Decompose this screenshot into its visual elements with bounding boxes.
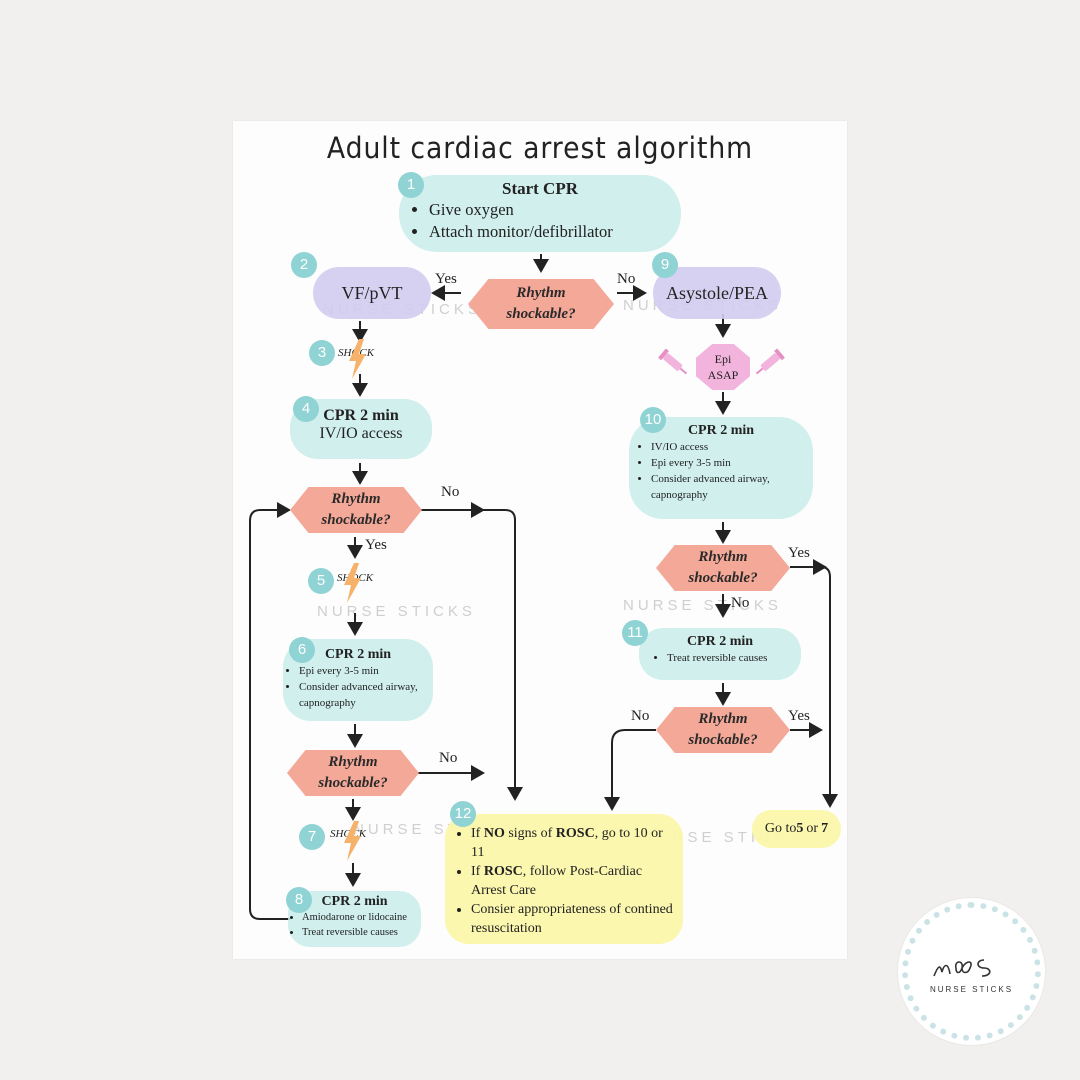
yes-label: Yes — [435, 271, 457, 287]
step-number-badge: 3 — [309, 340, 335, 366]
floral-ring — [902, 902, 1041, 1041]
decision-rhythm-shockable: Rhythm shockable? — [656, 707, 790, 753]
step-number-badge: 2 — [291, 252, 317, 278]
arrow-no-to-12-2 — [604, 729, 656, 811]
asystole-pea-label: Asystole/PEA — [665, 282, 768, 303]
no-label: No — [439, 750, 458, 766]
decision-line1: Rhythm — [516, 285, 566, 301]
step-number-badge: 10 — [640, 407, 666, 433]
step-number-badge: 7 — [299, 824, 325, 850]
decision-line2: shockable? — [688, 732, 758, 748]
decision-line1: Rhythm — [331, 491, 381, 507]
step-number-badge: 8 — [286, 887, 312, 913]
cpr-sub: IV/IO access — [319, 425, 403, 442]
syringe-icon — [755, 348, 785, 375]
no-label: No — [631, 708, 650, 724]
arrow-yes-to-goto — [820, 566, 838, 808]
list-item: If ROSC, follow Post-Cardiac Arrest Care — [471, 862, 675, 900]
decision-line2: shockable? — [318, 775, 388, 791]
yes-label: Yes — [365, 537, 387, 553]
nurse-sticks-logo: NURSE STICKS — [898, 898, 1045, 1045]
arrow-loop-back — [249, 502, 291, 920]
list-item: Treat reversible causes — [667, 650, 801, 666]
decision-line2: shockable? — [506, 306, 576, 322]
step-number-badge: 11 — [622, 620, 648, 646]
step-number-badge: 4 — [293, 396, 319, 422]
list-item: Give oxygen — [429, 199, 681, 221]
list-item: Attach monitor/defibrillator — [429, 221, 681, 243]
list-item: Epi every 3-5 min — [299, 663, 433, 679]
step-number-badge: 1 — [398, 172, 424, 198]
step-number-badge: 5 — [308, 568, 334, 594]
decision-rhythm-shockable: Rhythm shockable? — [468, 279, 614, 329]
step-number-badge: 12 — [450, 801, 476, 827]
yes-label: Yes — [788, 545, 810, 561]
list-item: Consier appropriateness of contined resu… — [471, 900, 675, 938]
list-item: Consider advanced airway, capnography — [651, 471, 813, 503]
syringe-icon — [658, 348, 688, 375]
decision-line2: shockable? — [321, 512, 391, 528]
decision-rhythm-shockable: Rhythm shockable? — [287, 750, 419, 796]
decision-rhythm-shockable: Rhythm shockable? — [290, 487, 422, 533]
list-item: If NO signs of ROSC, go to 10 or 11 — [471, 824, 675, 862]
no-label: No — [617, 271, 636, 287]
lightning-bolt-icon — [344, 821, 361, 861]
list-item: Consider advanced airway, capnography — [299, 679, 433, 711]
algorithm-sheet: NURSE STICKS NURSE STICKS NURSE STICKS N… — [233, 121, 847, 959]
cpr-heading: CPR 2 min — [321, 894, 388, 909]
list-item: Treat reversible causes — [302, 925, 421, 940]
step-number-badge: 6 — [289, 637, 315, 663]
watermark-text: NURSE STICKS — [623, 597, 782, 614]
decision-rhythm-shockable: Rhythm shockable? — [656, 545, 790, 591]
decision-line1: Rhythm — [698, 711, 748, 727]
cpr-heading: CPR 2 min — [323, 407, 399, 424]
heart-signature-icon — [933, 959, 991, 977]
list-item: Epi every 3-5 min — [651, 455, 813, 471]
epi-line1: Epi — [714, 352, 732, 366]
cpr-heading: CPR 2 min — [687, 423, 755, 438]
no-label: No — [441, 484, 460, 500]
cpr-heading: CPR 2 min — [324, 647, 392, 662]
step-cpr-2min-box: CPR 2 min Treat reversible causes — [639, 628, 801, 680]
step-start-cpr-box: Start CPR Give oxygen Attach monitor/def… — [399, 175, 681, 252]
start-cpr-heading: Start CPR — [501, 179, 578, 198]
step-rosc-box: If NO signs of ROSC, go to 10 or 11 If R… — [445, 814, 683, 944]
step-asystole-pea-box: Asystole/PEA — [653, 267, 781, 319]
lightning-bolt-icon — [344, 563, 361, 603]
vf-pvt-label: VF/pVT — [341, 282, 403, 303]
page-title: Adult cardiac arrest algorithm — [326, 131, 754, 165]
step-cpr-2min-box: CPR 2 min IV/IO access Epi every 3-5 min… — [629, 417, 813, 519]
logo-text: NURSE STICKS — [929, 985, 1014, 994]
list-item: IV/IO access — [651, 439, 813, 455]
arrow-no-to-12 — [483, 509, 523, 801]
flow-connectors — [249, 254, 838, 920]
lightning-bolt-icon — [349, 339, 366, 379]
step-vf-pvt-box: VF/pVT — [313, 267, 431, 319]
step-number-badge: 9 — [652, 252, 678, 278]
decision-line1: Rhythm — [698, 549, 748, 565]
no-label: No — [731, 595, 750, 611]
epi-line2: ASAP — [707, 368, 739, 382]
cpr-heading: CPR 2 min — [686, 634, 754, 649]
decision-line2: shockable? — [688, 570, 758, 586]
epi-asap-octagon: Epi ASAP — [696, 344, 750, 390]
list-item: Amiodarone or lidocaine — [302, 910, 421, 925]
yes-label: Yes — [788, 708, 810, 724]
goto-box: Go to 5 or 7 — [752, 810, 841, 848]
decision-line1: Rhythm — [328, 754, 378, 770]
